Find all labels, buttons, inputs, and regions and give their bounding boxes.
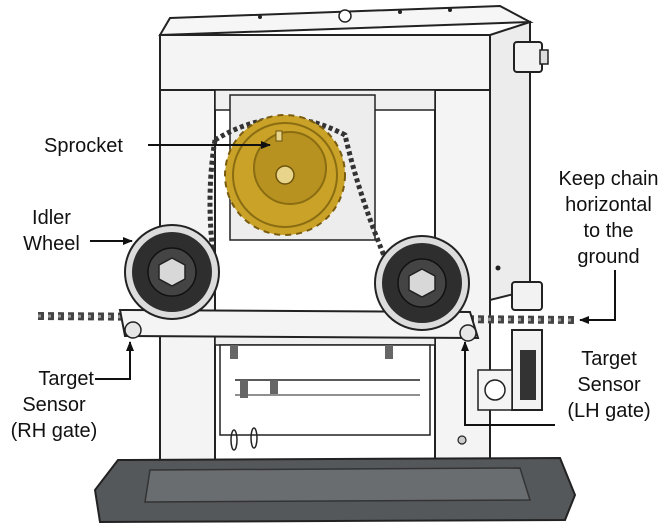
callout-arrows	[90, 141, 616, 426]
label-idler-line2: Wheel	[23, 233, 80, 255]
label-target-sensor-lh: Target Sensor (LH gate)	[555, 346, 663, 424]
rh-sensor-arrow	[95, 341, 134, 380]
label-idler-line1: Idler	[32, 207, 71, 229]
operator-top-cover	[158, 4, 534, 91]
label-keep-line1: Keep chain	[558, 168, 659, 190]
idler-wheel-left	[124, 224, 220, 320]
control-box	[477, 329, 543, 411]
label-lh-line3: (LH gate)	[567, 400, 651, 422]
label-rh-line3: (RH gate)	[10, 420, 98, 442]
label-lh-line2: Sensor	[577, 374, 641, 396]
operator-base	[93, 456, 577, 524]
sprocket	[224, 114, 346, 236]
lh-sensor-arrow	[461, 341, 555, 426]
label-keep-line3: to the	[583, 220, 634, 242]
label-keep-line2: horizontal	[565, 194, 652, 216]
label-rh-line2: Sensor	[22, 394, 86, 416]
label-lh-line1: Target	[581, 348, 637, 370]
label-rh-line1: Target	[38, 368, 94, 390]
label-target-sensor-rh: Target Sensor (RH gate)	[4, 366, 104, 444]
label-keep-line4: ground	[577, 246, 640, 268]
keep-chain-arrow	[579, 270, 616, 324]
label-keep-chain: Keep chain horizontal to the ground	[548, 166, 669, 270]
idler-wheel-right	[374, 235, 470, 331]
label-idler-wheel: Idler Wheel	[14, 205, 89, 257]
operator-side-panel	[489, 20, 549, 311]
label-sprocket: Sprocket	[44, 135, 123, 157]
